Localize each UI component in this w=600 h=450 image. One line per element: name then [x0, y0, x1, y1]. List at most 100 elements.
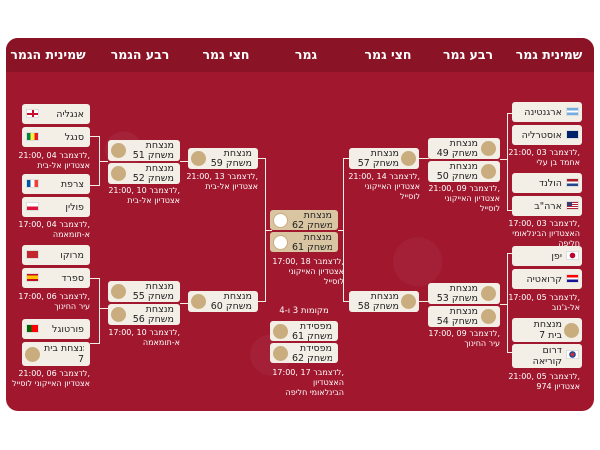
qf-left-1-slot-a[interactable]: מנצחת משחק 51 — [108, 140, 180, 161]
team-group-winner-7-right[interactable]: מנצחת בית 7 — [512, 318, 582, 342]
flag-france-icon — [26, 179, 39, 188]
placeholder-circle-icon — [191, 151, 206, 166]
final-slot-b[interactable]: מנצחת משחק 61 — [270, 232, 338, 253]
team-usa[interactable]: ארה"ב — [512, 196, 582, 216]
third-place-slot-b[interactable]: מפסידת משחק 62 — [270, 343, 338, 364]
flag-japan-icon — [566, 251, 579, 260]
connector — [90, 136, 100, 137]
connector — [90, 278, 100, 279]
third-place-title: מקומות 3 ו-4 — [279, 306, 329, 316]
connector — [99, 278, 100, 344]
flag-spain-icon — [26, 273, 39, 282]
connector — [419, 301, 429, 302]
flag-portugal-icon — [26, 324, 39, 333]
connector — [507, 113, 508, 211]
connector — [180, 161, 188, 162]
connector — [500, 159, 508, 160]
match-info-r16-left-2: 17:00, 04 לדצמבר,א-תומאמה — [18, 220, 90, 239]
connector — [508, 253, 514, 254]
connector — [419, 158, 429, 159]
connector — [338, 230, 344, 231]
placeholder-circle-icon — [401, 151, 416, 166]
connector — [508, 113, 514, 114]
placeholder-circle-icon — [481, 309, 496, 324]
connector — [508, 352, 514, 353]
final-slot-a[interactable]: מנצחת משחק 62 — [270, 210, 338, 231]
flag-poland-icon — [26, 202, 39, 211]
connector — [180, 303, 188, 304]
bracket-board: שמינית הגמר רבע הגמר חצי גמר גמר חצי גמר… — [6, 38, 594, 411]
connector — [100, 161, 108, 162]
placeholder-circle-icon — [25, 347, 40, 362]
match-info-r16-right-1: 21:00, 03 לדצמבר,אחמד בן עלי — [508, 148, 580, 167]
team-senegal[interactable]: סנגל — [22, 127, 90, 147]
flag-england-icon — [26, 109, 39, 118]
qf-left-2-slot-b[interactable]: מנצחת משחק 56 — [108, 304, 180, 325]
flag-australia-icon — [566, 130, 579, 139]
team-croatia[interactable]: קרואטיה — [512, 269, 582, 289]
team-portugal[interactable]: פורטוגל — [22, 319, 90, 339]
flag-usa-icon — [566, 201, 579, 210]
team-england[interactable]: אנגליה — [22, 104, 90, 124]
placeholder-circle-icon — [111, 307, 126, 322]
third-place-slot-a[interactable]: מפסידת משחק 61 — [270, 321, 338, 342]
placeholder-circle-icon — [481, 164, 496, 179]
connector — [266, 230, 272, 231]
flag-croatia-icon — [566, 274, 579, 283]
team-france[interactable]: צרפת — [22, 174, 90, 194]
placeholder-circle-icon — [111, 284, 126, 299]
match-info-qf-right-2: 17:00, 09 לדצמבר,עיר החינוך — [428, 329, 500, 348]
header-qf-left: רבע הגמר — [110, 47, 170, 62]
header-qf-right: רבע גמר — [443, 47, 493, 62]
sf-left-1-slot[interactable]: מנצחת משחק 59 — [188, 148, 258, 169]
flag-argentina-icon — [566, 107, 579, 116]
flag-south-korea-icon — [566, 350, 579, 359]
placeholder-circle-icon — [481, 286, 496, 301]
match-info-r16-right-4: 21:00, 05 לדצמבר,אצטדיון 974 — [508, 372, 580, 391]
header-sf-right: חצי גמר — [364, 47, 412, 62]
team-netherlands[interactable]: הולנד — [512, 173, 582, 193]
placeholder-circle-icon — [564, 323, 579, 338]
placeholder-circle-icon — [191, 294, 206, 309]
flag-morocco-icon — [26, 250, 39, 259]
connector — [508, 210, 514, 211]
match-info-r16-left-1: 21:00, 04 לדצמבר,אצטדיון אל-בית — [18, 151, 90, 170]
connector — [343, 158, 351, 159]
placeholder-circle-icon — [273, 324, 288, 339]
match-info-r16-left-3: 17:00, 06 לדצמבר,עיר החינוך — [18, 292, 90, 311]
placeholder-circle-icon — [273, 346, 288, 361]
team-argentina[interactable]: ארגנטינה — [512, 102, 582, 122]
connector — [507, 253, 508, 353]
placeholder-circle-icon — [111, 143, 126, 158]
connector — [90, 343, 100, 344]
placeholder-circle-icon — [401, 294, 416, 309]
connector — [500, 304, 508, 305]
connector — [265, 158, 266, 302]
flag-netherlands-icon — [566, 178, 579, 187]
team-japan[interactable]: יפן — [512, 246, 582, 266]
team-australia[interactable]: אוסטרליה — [512, 125, 582, 145]
header-r16-left: שמינית הגמר — [10, 47, 86, 62]
placeholder-circle-icon — [481, 141, 496, 156]
qf-left-2-slot-a[interactable]: מנצחת משחק 55 — [108, 281, 180, 302]
header-sf-left: חצי גמר — [202, 47, 250, 62]
team-poland[interactable]: פולין — [22, 197, 90, 217]
placeholder-circle-icon — [111, 166, 126, 181]
placeholder-circle-icon — [273, 213, 288, 228]
connector — [258, 301, 266, 302]
match-info-r16-right-3: 17:00, 05 לדצמבר,אל-ג'נוב — [508, 293, 580, 312]
header-r16-right: שמינית גמר — [515, 47, 583, 62]
match-info-qf-left-1: 21:00, 10 לדצמבר,אצטדיון אל-בית — [108, 186, 180, 205]
match-info-sf-left-1: 21:00, 13 לדצמבר,אצטדיון אל-בית — [186, 172, 258, 191]
connector — [90, 185, 100, 186]
qf-left-1-slot-b[interactable]: מנצחת משחק 52 — [108, 163, 180, 184]
team-morocco[interactable]: מרוקו — [22, 245, 90, 265]
sf-left-2-slot[interactable]: מנצחת משחק 60 — [188, 291, 258, 312]
team-spain[interactable]: ספרד — [22, 268, 90, 288]
connector — [258, 158, 266, 159]
